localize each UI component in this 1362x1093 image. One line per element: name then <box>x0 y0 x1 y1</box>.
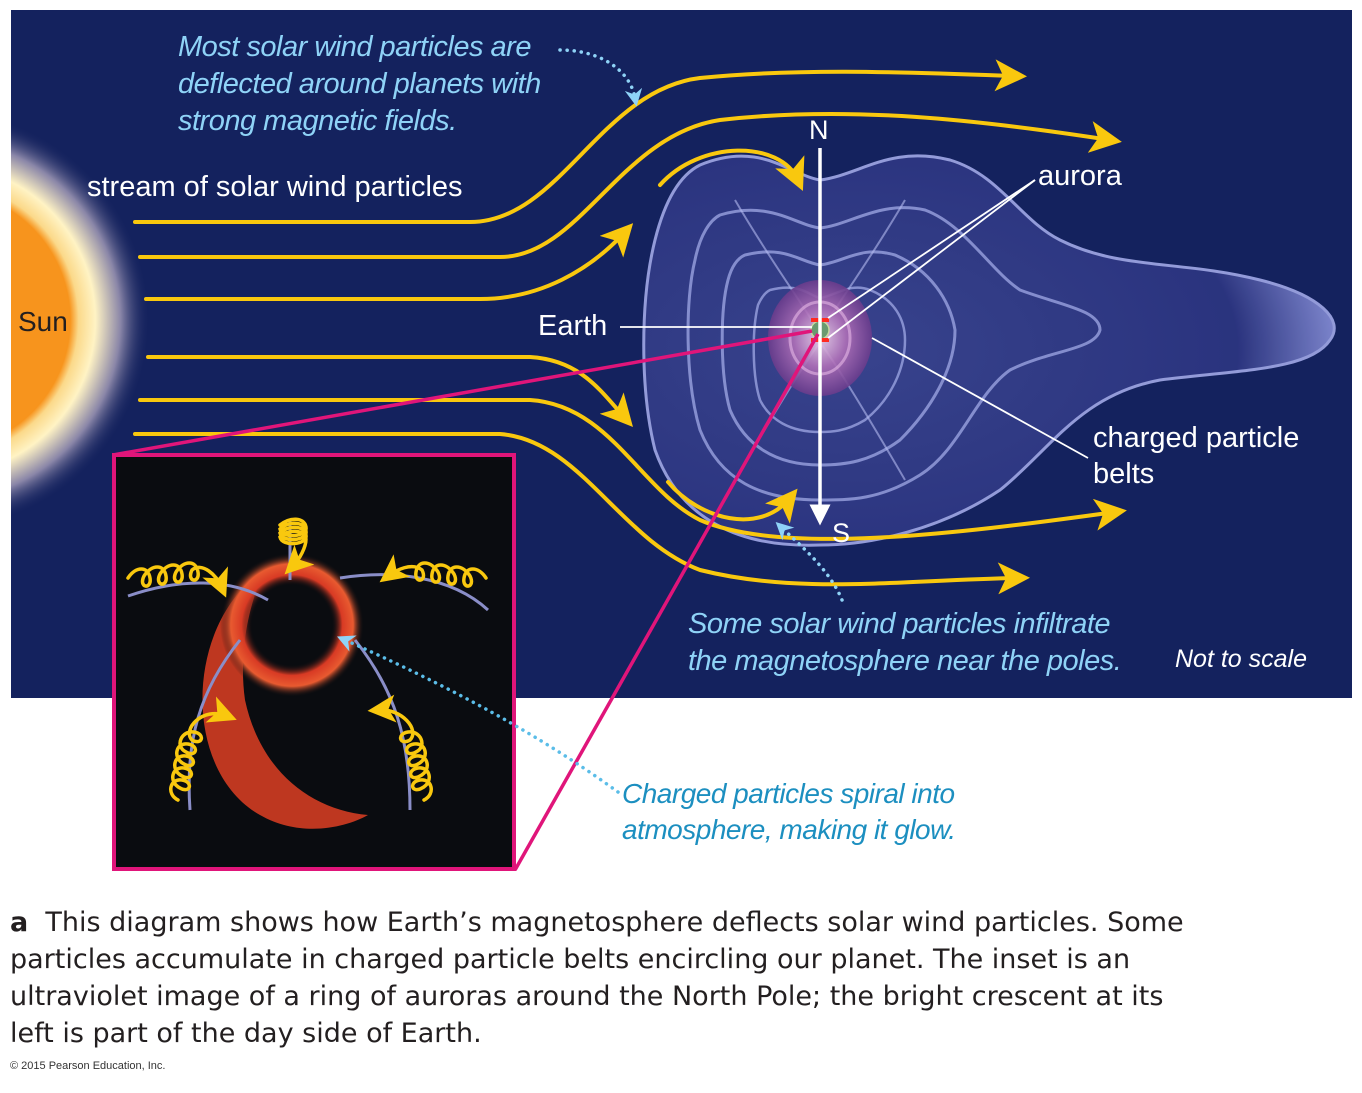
caption-line-text: This diagram shows how Earth’s magnetosp… <box>45 907 1184 938</box>
caption-line: particles accumulate in charged particle… <box>10 944 1131 975</box>
caption-line: ultraviolet image of a ring of auroras a… <box>10 981 1164 1012</box>
belts-label-line2: belts <box>1093 458 1155 490</box>
spiral-pointer <box>337 635 620 794</box>
deflected-annotation-line1: Most solar wind particles are <box>178 31 531 63</box>
stream-label: stream of solar wind particles <box>87 171 463 203</box>
auroral-ring <box>220 553 364 697</box>
caption-line: a This diagram shows how Earth’s magneto… <box>10 904 1355 941</box>
infiltrate-annotation-line2: the magnetosphere near the poles. <box>688 645 1122 677</box>
aurora-inset <box>112 453 516 871</box>
inset-callout-line <box>513 333 820 871</box>
figure-caption: a This diagram shows how Earth’s magneto… <box>10 904 1355 1052</box>
north-label: N <box>809 115 829 145</box>
infiltrate-pointer <box>775 521 844 602</box>
infiltrate-annotation-line1: Some solar wind particles infiltrate <box>688 608 1111 640</box>
particle-path <box>138 111 1122 259</box>
belts-leader-line <box>871 337 1089 459</box>
deflected-annotation-line2: deflected around planets with <box>178 68 541 100</box>
spiral-paths <box>126 517 488 802</box>
not-to-scale-label: Not to scale <box>1175 645 1308 673</box>
copyright-notice: © 2015 Pearson Education, Inc. <box>10 1060 166 1072</box>
aurora-leader-line <box>827 179 1036 339</box>
spiral-annotation-line2: atmosphere, making it glow. <box>622 814 956 845</box>
particle-path <box>133 59 1027 224</box>
belts-label-line1: charged particle <box>1093 422 1300 454</box>
panel-letter: a <box>10 907 29 938</box>
particle-path <box>146 355 633 427</box>
aurora-leader-line <box>827 179 1036 319</box>
spiral-annotation-line1: Charged particles spiral into <box>622 778 955 809</box>
deflected-annotation-line3: strong magnetic fields. <box>178 105 457 137</box>
earth-label: Earth <box>538 310 608 342</box>
caption-line: left is part of the day side of Earth. <box>10 1018 482 1049</box>
inset-callout-line <box>112 329 813 457</box>
particle-path <box>658 148 805 191</box>
sun-glow <box>11 122 150 518</box>
particle-path <box>144 223 634 301</box>
particle-path <box>133 432 1030 595</box>
particle-path <box>666 480 798 524</box>
south-label: S <box>832 518 851 548</box>
sun-label: Sun <box>18 306 68 337</box>
sun-disc <box>11 211 70 429</box>
aurora-label: aurora <box>1038 160 1122 192</box>
